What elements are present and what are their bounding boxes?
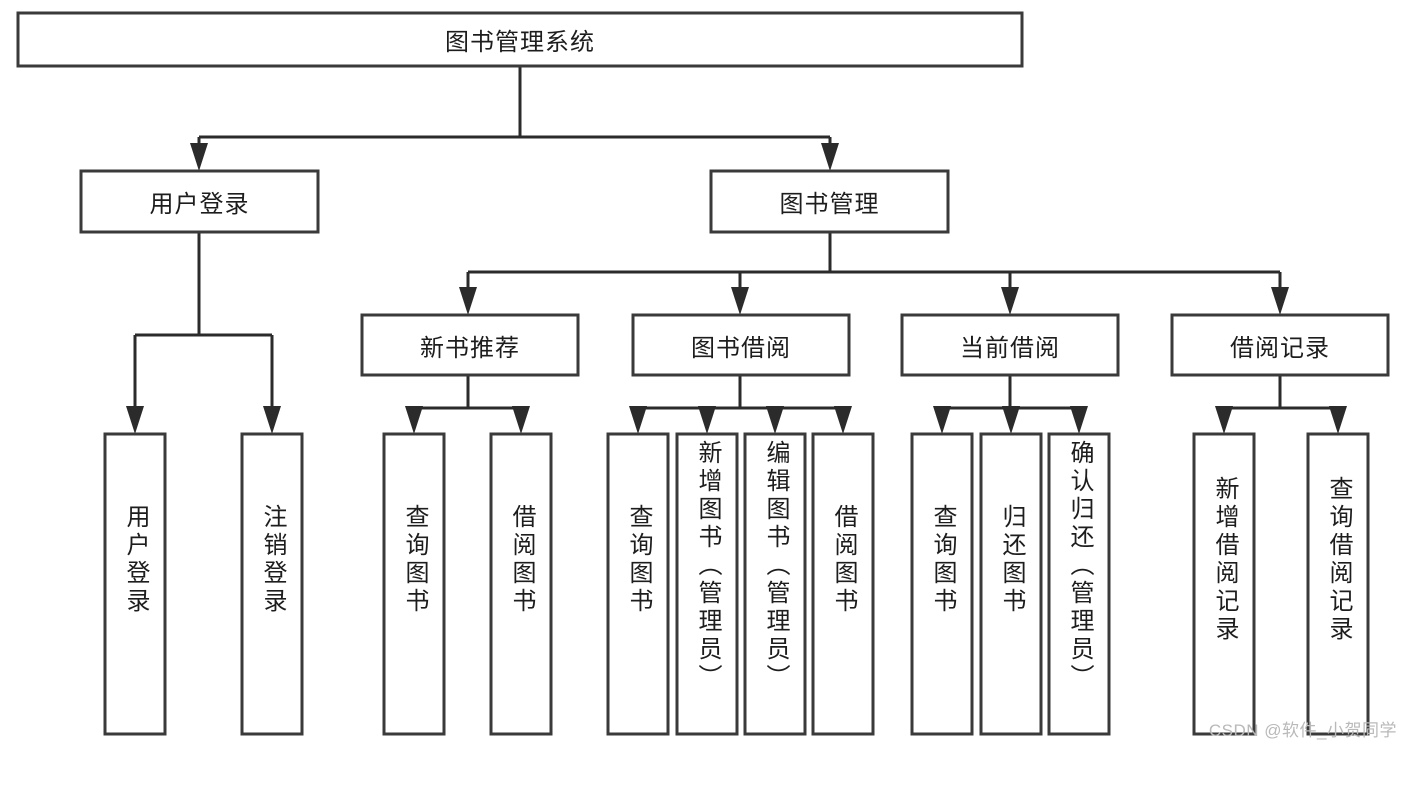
node-leaf-query-book-3-box[interactable]: [910, 432, 974, 736]
node-new-book-recommend-box[interactable]: [360, 313, 580, 377]
node-leaf-query-record-box[interactable]: [1306, 432, 1370, 736]
arrow-userlogin-leaf2: [263, 406, 281, 434]
node-leaf-logout-login-box[interactable]: [240, 432, 304, 736]
node-leaf-query-book-1-box[interactable]: [382, 432, 446, 736]
arrow-bookborrow-leaf2: [698, 406, 716, 434]
edge-layer: [126, 66, 1347, 434]
node-current-borrow-box[interactable]: [900, 313, 1120, 377]
node-leaf-add-record-box[interactable]: [1192, 432, 1256, 736]
node-user-login-box[interactable]: [79, 169, 320, 234]
node-book-management-box[interactable]: [709, 169, 950, 234]
arrow-bookborrow-leaf4: [834, 406, 852, 434]
node-leaf-confirm-return-box[interactable]: [1047, 432, 1111, 736]
node-leaf-add-book-box[interactable]: [675, 432, 739, 736]
node-leaf-user-login-box[interactable]: [103, 432, 167, 736]
arrow-userlogin-leaf1: [126, 406, 144, 434]
arrow-bookborrow-leaf3: [766, 406, 784, 434]
arrow-bookmgmt-to-n1: [459, 287, 477, 315]
node-leaf-return-book-box[interactable]: [979, 432, 1043, 736]
node-leaf-borrow-book-2-box[interactable]: [811, 432, 875, 736]
node-root-box[interactable]: [16, 11, 1024, 68]
arrow-bookborrow-leaf1: [629, 406, 647, 434]
arrow-currentborrow-leaf3: [1070, 406, 1088, 434]
arrow-newbook-leaf2: [512, 406, 530, 434]
arrow-currentborrow-leaf2: [1002, 406, 1020, 434]
arrow-bookmgmt-to-n2: [731, 287, 749, 315]
arrow-root-to-userlogin: [190, 143, 208, 171]
node-book-borrow-box[interactable]: [631, 313, 851, 377]
arrow-bookmgmt-to-n3: [1001, 287, 1019, 315]
arrow-currentborrow-leaf1: [933, 406, 951, 434]
flowchart-diagram: 图书管理系统 用户登录 图书管理 新书推荐 图书借阅 当前借阅 借阅记录 用户登…: [16, 11, 1396, 740]
arrow-borrowrecord-leaf2: [1329, 406, 1347, 434]
node-leaf-query-book-2-box[interactable]: [606, 432, 670, 736]
arrow-bookmgmt-to-n4: [1271, 287, 1289, 315]
node-leaf-borrow-book-1-box[interactable]: [489, 432, 553, 736]
node-layer: [16, 11, 1390, 736]
arrow-borrowrecord-leaf1: [1215, 406, 1233, 434]
node-leaf-edit-book-box[interactable]: [743, 432, 807, 736]
arrow-root-to-bookmgmt: [821, 143, 839, 171]
arrow-newbook-leaf1: [405, 406, 423, 434]
node-borrow-record-box[interactable]: [1170, 313, 1390, 377]
diagram-canvas: [16, 11, 1390, 736]
